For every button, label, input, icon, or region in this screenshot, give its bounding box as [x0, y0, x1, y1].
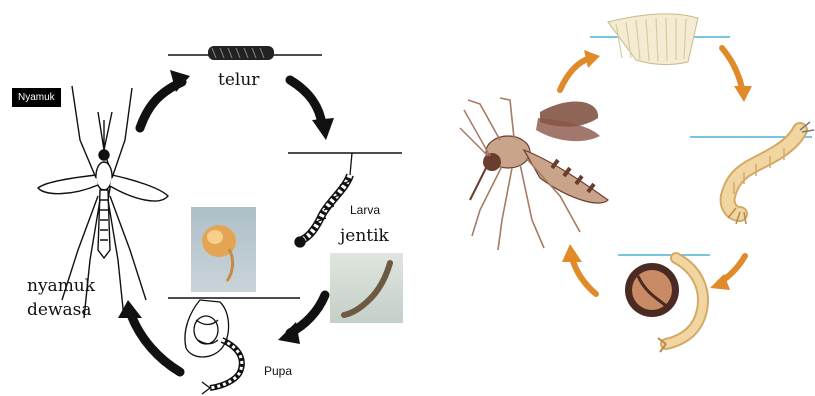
arrow-adult-to-egg-color — [560, 50, 600, 90]
right-lifecycle-diagram — [440, 0, 815, 396]
egg-label: telur — [218, 70, 259, 90]
larva-photo — [330, 253, 403, 323]
left-lifecycle-diagram: Nyamuk telur Larva jentik Pupa nyamuk de… — [0, 0, 410, 396]
arrow-egg-to-larva-color — [722, 48, 752, 102]
pupa-label: Pupa — [264, 364, 292, 378]
larva-label-id: jentik — [340, 226, 389, 246]
pupa-drawing — [185, 300, 242, 394]
arrow-egg-to-larva — [290, 80, 322, 125]
pupa-photo — [191, 207, 256, 292]
larva-label-en: Larva — [350, 203, 380, 217]
right-lifecycle-drawing — [440, 0, 815, 396]
left-lifecycle-drawing — [0, 0, 410, 396]
arrow-pupa-to-adult — [130, 312, 180, 372]
pupa-color — [625, 258, 703, 352]
mosquito-badge: Nyamuk — [12, 88, 61, 107]
arrow-larva-to-pupa-color — [710, 256, 745, 290]
adult-label-line1: nyamuk — [27, 276, 95, 296]
adult-label-line2: dewasa — [27, 300, 92, 320]
adult-mosquito-color — [460, 98, 608, 250]
arrow-pupa-to-adult-color — [562, 244, 596, 294]
egg-raft-drawing — [208, 46, 274, 60]
egg-raft-color — [608, 14, 698, 65]
